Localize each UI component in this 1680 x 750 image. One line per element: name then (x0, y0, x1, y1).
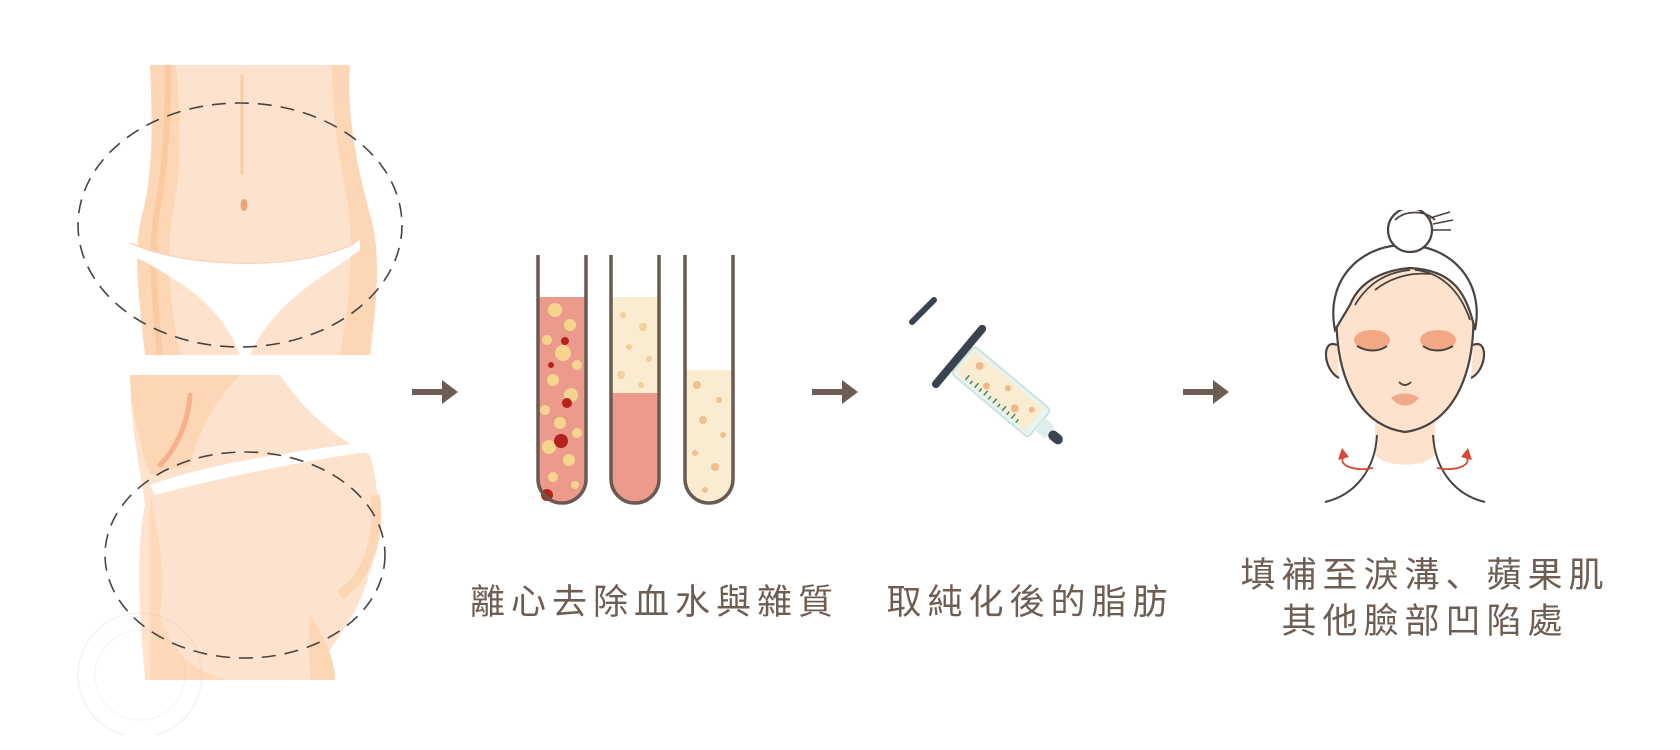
face-illustration (1315, 210, 1495, 530)
caption-line: 取純化後的脂肪 (886, 583, 1174, 623)
caption-line: 填補至淚溝、蘋果肌 (1240, 556, 1610, 596)
syringe-icon (900, 290, 1090, 480)
harvest-sites (70, 55, 420, 735)
navel (240, 199, 248, 211)
caption-line: 其他臉部凹陷處 (1281, 602, 1569, 642)
buttock-illustration (104, 375, 386, 680)
caption-line: 離心去除血水與雜質 (470, 583, 840, 623)
right-arrow-icon (1183, 378, 1231, 406)
step-caption-centrifuge: 離心去除血水與雜質 (470, 580, 840, 626)
abdomen-illustration (77, 64, 403, 735)
step-caption-fill-areas: 填補至淚溝、蘋果肌 其他臉部凹陷處 (1225, 553, 1625, 645)
step-caption-purified-fat: 取純化後的脂肪 (880, 580, 1180, 626)
watermark-logo (77, 612, 203, 735)
test-tubes-icon (525, 255, 745, 520)
right-arrow-icon (412, 378, 460, 406)
right-arrow-icon (812, 378, 860, 406)
